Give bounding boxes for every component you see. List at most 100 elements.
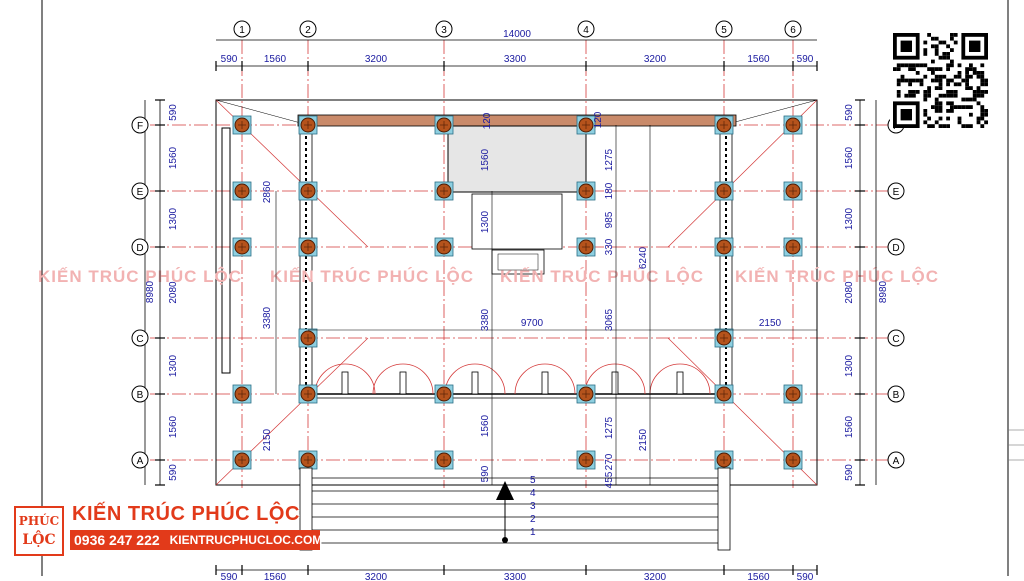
column [576, 181, 596, 201]
step-number: 3 [530, 501, 536, 512]
svg-text:1560: 1560 [480, 414, 491, 437]
watermark-text: KIẾN TRÚC PHÚC LỘC [500, 267, 704, 286]
stair-arrow-icon [496, 481, 514, 500]
grid-bubble-col-3: 3 [435, 20, 453, 38]
grid-bubble-row-A-left: A [131, 451, 149, 469]
grid-bubble-col-4: 4 [577, 20, 595, 38]
grid-bubble-row-E-left: E [131, 182, 149, 200]
step-number: 4 [530, 488, 536, 499]
grid-bubble-row-A-right: A [887, 451, 905, 469]
logo-top-text: PHÚC [18, 514, 60, 528]
column [714, 115, 734, 135]
svg-text:3065: 3065 [604, 308, 615, 331]
svg-text:C: C [136, 334, 143, 345]
svg-text:1300: 1300 [480, 210, 491, 233]
dim-label: 590 [797, 572, 814, 581]
dim-label: 3200 [644, 54, 667, 65]
column [576, 450, 596, 470]
grid-bubble-col-6: 6 [784, 20, 802, 38]
svg-text:3380: 3380 [262, 306, 273, 329]
column [783, 181, 803, 201]
svg-text:A: A [893, 456, 900, 467]
column [298, 450, 318, 470]
dim-label: 1300 [168, 207, 179, 230]
building-walls [297, 114, 737, 399]
svg-text:3: 3 [441, 25, 447, 36]
svg-text:A: A [137, 456, 144, 467]
grid-bubble-col-5: 5 [715, 20, 733, 38]
svg-text:3380: 3380 [480, 308, 491, 331]
column [434, 237, 454, 257]
column [576, 384, 596, 404]
brand-name: KIẾN TRÚC PHÚC LỘC [72, 503, 300, 525]
watermark: KIẾN TRÚC PHÚC LỘC KIẾN TRÚC PHÚC LỘC KI… [38, 267, 938, 286]
column [232, 450, 252, 470]
dim-label: 590 [168, 464, 179, 481]
step-number: 1 [530, 527, 536, 538]
svg-text:590: 590 [480, 465, 491, 482]
brand-website: KIENTRUCPHUCLOC.COM [169, 533, 323, 547]
dim-label: 1560 [747, 54, 770, 65]
dim-label: 1300 [844, 354, 855, 377]
dim-label: 3200 [365, 54, 388, 65]
door [314, 363, 376, 395]
svg-text:120: 120 [593, 111, 604, 128]
column [783, 115, 803, 135]
dim-label: 1560 [168, 146, 179, 169]
brand-logo: PHÚC LỘC [14, 506, 64, 556]
svg-text:1: 1 [239, 25, 245, 36]
column [714, 237, 734, 257]
dim-label: 1300 [844, 207, 855, 230]
column [714, 450, 734, 470]
column [298, 384, 318, 404]
columns [232, 115, 803, 470]
dim-left-total: 8980 [145, 280, 156, 303]
dim-label: 590 [797, 54, 814, 65]
inner-dimensions: 2860 3380 2150 1560 1300 3380 1560 590 1… [262, 111, 782, 488]
svg-text:E: E [893, 187, 900, 198]
column [232, 384, 252, 404]
svg-text:D: D [136, 243, 143, 254]
brand-contact-bar: 0936 247 222 KIENTRUCPHUCLOC.COM [70, 530, 323, 550]
column [232, 181, 252, 201]
svg-text:270: 270 [604, 453, 615, 470]
dim-top-total: 14000 [503, 29, 531, 40]
column [783, 237, 803, 257]
dim-label: 3200 [644, 572, 667, 581]
svg-text:2150: 2150 [638, 428, 649, 451]
svg-text:9700: 9700 [521, 318, 544, 329]
watermark-text: KIẾN TRÚC PHÚC LỘC [38, 267, 242, 286]
door [649, 363, 711, 395]
column [298, 115, 318, 135]
column [298, 328, 318, 348]
dim-label: 590 [844, 464, 855, 481]
column [783, 450, 803, 470]
svg-text:C: C [892, 334, 899, 345]
dim-label: 590 [221, 572, 238, 581]
column [434, 450, 454, 470]
grid-bubble-row-B-left: B [131, 385, 149, 403]
grid-bubble-col-1: 1 [233, 20, 251, 38]
grid-bubble-row-B-right: B [887, 385, 905, 403]
svg-text:1560: 1560 [480, 148, 491, 171]
grid-bubble-col-2: 2 [299, 20, 317, 38]
column [576, 237, 596, 257]
svg-text:B: B [137, 390, 144, 401]
door [372, 363, 434, 395]
dim-label: 1560 [844, 415, 855, 438]
svg-text:330: 330 [604, 238, 615, 255]
svg-text:6: 6 [790, 25, 796, 36]
svg-text:180: 180 [604, 182, 615, 199]
dim-label: 1560 [844, 146, 855, 169]
qr-code-icon [890, 30, 988, 128]
dim-label: 3300 [504, 572, 527, 581]
grid-bubble-row-C-right: C [887, 329, 905, 347]
dim-label: 1300 [168, 354, 179, 377]
door [514, 363, 576, 395]
dim-right-total: 8980 [878, 280, 889, 303]
dim-label: 1560 [264, 54, 287, 65]
